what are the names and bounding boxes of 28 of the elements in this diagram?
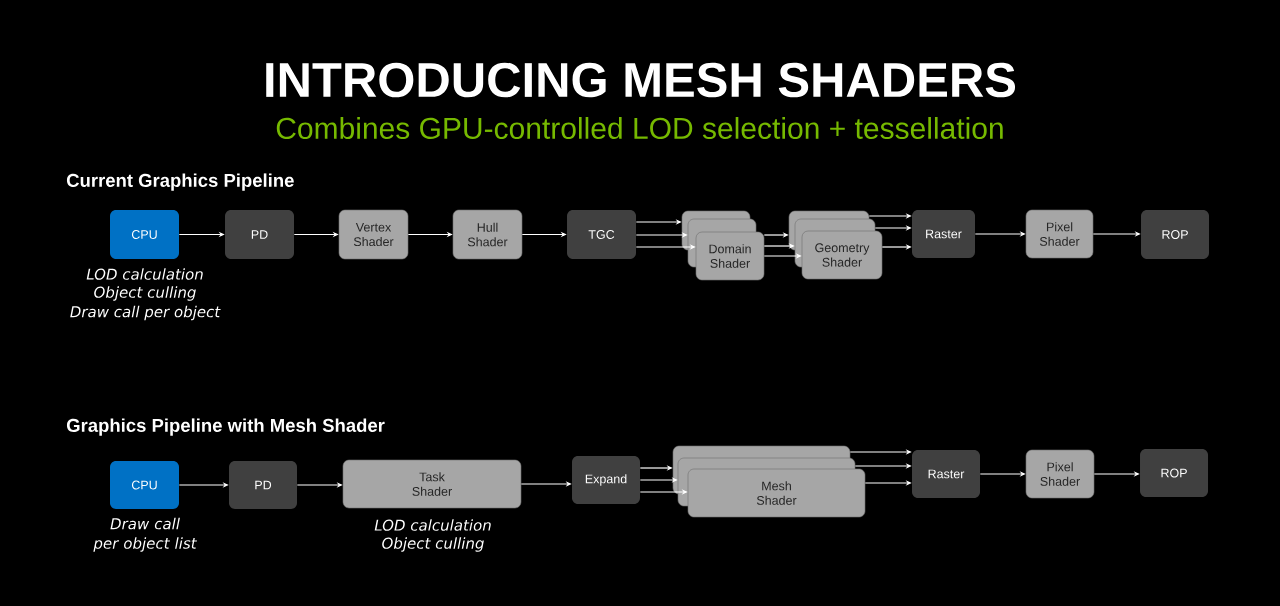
process-box: TGC <box>567 210 636 259</box>
process-box: Vertex Shader <box>338 209 409 260</box>
process-box: ROP <box>1140 449 1208 497</box>
process-box: Raster <box>912 450 980 498</box>
process-box: PD <box>229 461 297 509</box>
process-box: Mesh Shader <box>687 468 866 518</box>
process-box: Geometry Shader <box>801 230 883 280</box>
section-heading: Graphics Pipeline with Mesh Shader <box>66 418 385 436</box>
process-box: PD <box>225 210 294 259</box>
process-box: CPU <box>110 210 179 259</box>
section-heading: Current Graphics Pipeline <box>66 173 294 191</box>
process-box: Domain Shader <box>695 231 765 281</box>
note-text: Draw call per object <box>70 305 221 321</box>
process-box: ROP <box>1141 210 1209 259</box>
note-text: Draw call per object list <box>93 517 198 552</box>
process-box: Pixel Shader <box>1025 449 1095 499</box>
process-box: Hull Shader <box>452 209 523 260</box>
note-text: Object culling <box>382 537 484 552</box>
process-box: CPU <box>110 461 179 509</box>
subtitle: Combines GPU-controlled LOD selection + tessellation <box>276 117 1003 140</box>
process-box: Task Shader <box>342 459 522 509</box>
process-box: Pixel Shader <box>1025 209 1094 259</box>
process-box: Raster <box>912 210 975 258</box>
process-box: Expand <box>572 456 640 504</box>
note-text: LOD calculation <box>86 268 203 280</box>
note-text: LOD calculation <box>374 519 491 531</box>
note-text: Object culling <box>94 286 196 301</box>
title: INTRODUCING MESH SHADERS <box>266 62 1016 98</box>
